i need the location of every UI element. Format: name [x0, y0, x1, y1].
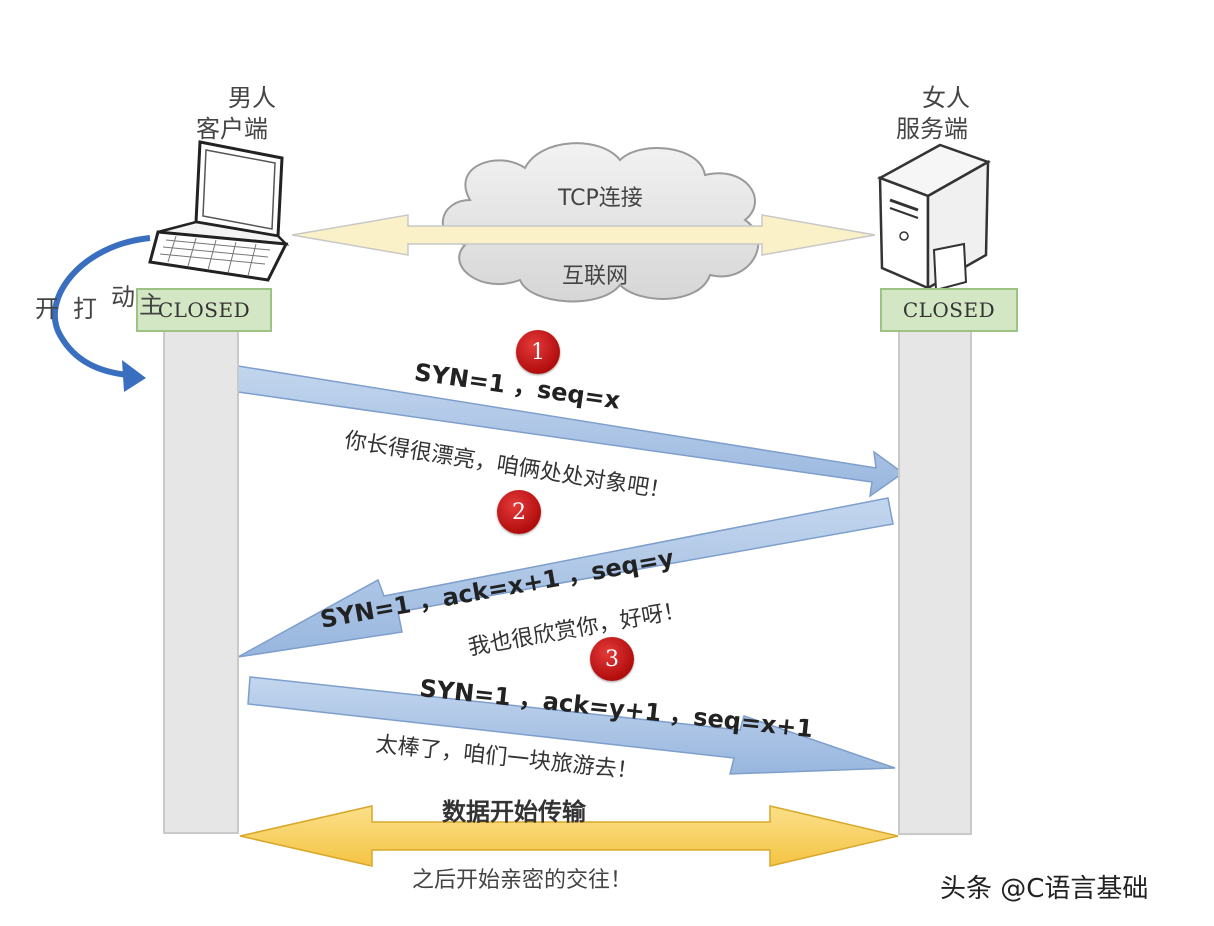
active-open-char-2: 动: [111, 283, 135, 311]
server-icon: [877, 143, 992, 292]
tcp-connection-arrow: [291, 214, 876, 256]
client-title-line2: 客户端: [196, 115, 268, 143]
tcp-connection-label: TCP连接: [558, 186, 643, 211]
syn-ack-arrow: [237, 497, 894, 658]
client-lifeline: [163, 330, 239, 834]
server-state: CLOSED: [880, 288, 1018, 332]
server-lifeline: [898, 330, 972, 835]
syn-arrow: [237, 365, 905, 498]
ack-arrow: [247, 676, 896, 775]
server-title-line1: 女人: [922, 84, 970, 112]
data-transfer-arrow: [239, 805, 899, 867]
internet-label: 互联网: [562, 264, 629, 289]
watermark: 头条 @C语言基础: [940, 874, 1149, 904]
client-state: CLOSED: [136, 288, 272, 332]
step-2-badge: 2: [497, 490, 541, 534]
step-3-badge: 3: [590, 637, 634, 681]
data-transfer-caption: 之后开始亲密的交往！: [412, 868, 633, 893]
client-title-line1: 男人: [228, 84, 276, 112]
active-open-char-4: 开: [35, 295, 59, 323]
laptop-icon: [148, 140, 290, 282]
active-open-char-3: 打: [73, 295, 97, 323]
active-open-char-1: 主: [139, 291, 163, 319]
server-title-line2: 服务端: [896, 115, 968, 143]
data-transfer-title: 数据开始传输: [442, 798, 586, 826]
step-1-badge: 1: [516, 330, 560, 374]
internet-cloud: [441, 142, 760, 303]
active-open-arrow: [52, 235, 151, 392]
